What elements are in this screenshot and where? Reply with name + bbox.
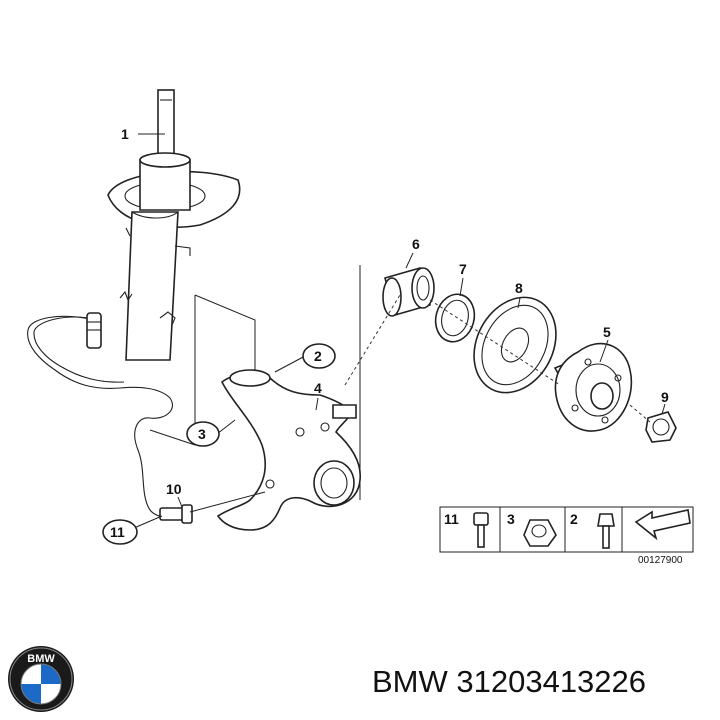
splash-shield (473, 296, 557, 394)
collar-nut (645, 411, 677, 443)
direction-arrow-icon (634, 509, 691, 541)
legend-label-11: 11 (444, 511, 459, 527)
callout-2-badge (302, 343, 336, 369)
diagram-code: 00127900 (638, 555, 683, 566)
legend-label-2: 2 (570, 511, 578, 527)
bmw-logo-text: BMW (27, 653, 55, 665)
wheel-bearing (382, 267, 435, 317)
assembly-axis-line (344, 294, 651, 423)
callout-10: 10 (166, 481, 182, 497)
steering-knuckle (216, 369, 361, 531)
circlip (434, 293, 476, 343)
bmw-logo: BMW (8, 646, 74, 712)
callout-9: 9 (661, 389, 669, 405)
part-number-caption: BMW 31203413226 (372, 664, 647, 699)
legend-label-3: 3 (507, 511, 515, 527)
callout-4: 4 (314, 380, 322, 396)
callout-8: 8 (515, 280, 523, 296)
callout-6: 6 (412, 236, 420, 252)
fastener-legend: 11 3 2 (439, 506, 694, 553)
callout-11: 11 (110, 524, 125, 540)
abs-sensor-cable (27, 312, 193, 524)
legend-bolt-11-icon (473, 512, 489, 548)
callout-5: 5 (603, 324, 611, 340)
callout-3-badge (186, 421, 220, 447)
legend-nut-3-icon (523, 519, 557, 547)
callout-2: 2 (314, 348, 322, 364)
callout-11-badge (102, 519, 138, 545)
callout-3: 3 (198, 426, 206, 442)
strut-assembly (107, 89, 241, 361)
leader-lines (133, 133, 666, 529)
assembly-bracket-lines (149, 265, 361, 500)
callout-7: 7 (459, 261, 467, 277)
callout-1: 1 (121, 126, 129, 142)
legend-bolt-2-icon (597, 513, 615, 549)
wheel-hub (553, 342, 633, 432)
